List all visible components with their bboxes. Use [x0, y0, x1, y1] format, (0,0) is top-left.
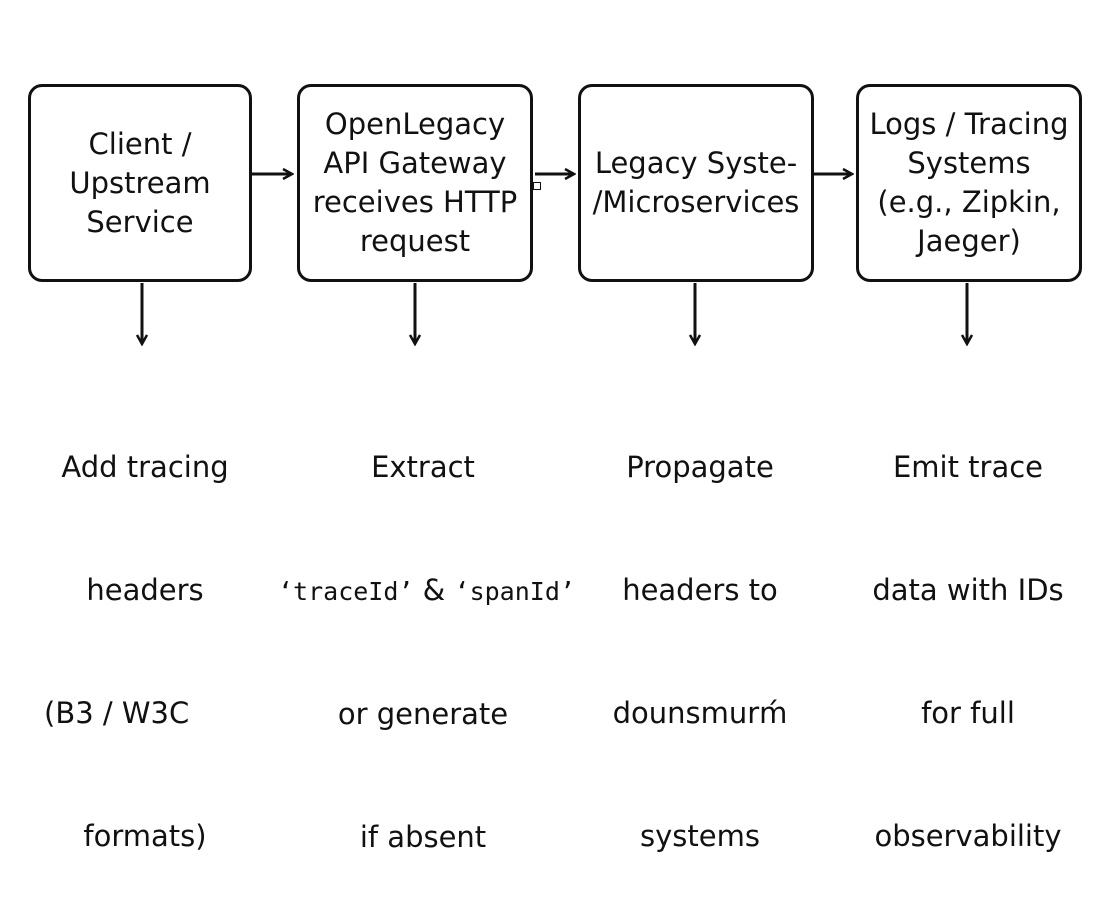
- note-emit-trace-data: Emit trace data with IDs for full observ…: [850, 365, 1086, 898]
- note-line: data with IDs: [872, 573, 1064, 607]
- note-line: (B3 / W3C: [44, 696, 190, 730]
- note-line: if absent: [359, 820, 487, 854]
- note-line: headers: [86, 573, 204, 607]
- ampersand: &: [413, 573, 455, 607]
- note-propagate-headers: Propagate headers to dounsmurḿ systems: [580, 365, 820, 898]
- note-line: systems: [640, 819, 760, 853]
- box-logs-label: Logs / Tracing Systems (e.g., Zipkin, Ja…: [869, 107, 1069, 258]
- note-line: or generate: [337, 697, 509, 731]
- box-api-gateway: OpenLegacy API Gateway receives HTTP req…: [297, 84, 533, 282]
- connector-marker: [533, 182, 541, 190]
- note-line: Propagate: [626, 450, 774, 484]
- connector-arrows: [0, 0, 1101, 577]
- note-line: dounsmurḿ: [612, 696, 788, 730]
- note-extract-ids: Extract ‘traceId’ & ‘spanId’ or generate…: [278, 365, 575, 899]
- trace-id-code: ‘traceId’: [278, 577, 414, 606]
- box-legacy-label: Legacy Syste- /Microservices: [592, 146, 800, 219]
- span-id-code: ‘spanId’: [454, 577, 575, 606]
- note-line: Extract: [371, 450, 475, 484]
- note-line: formats): [83, 819, 207, 853]
- note-line: observability: [874, 819, 1062, 853]
- note-line: Add tracing: [61, 450, 229, 484]
- box-gateway-label: OpenLegacy API Gateway receives HTTP req…: [312, 107, 518, 258]
- box-client-upstream-service: Client / Upstream Service: [28, 84, 252, 282]
- note-line: headers to: [622, 573, 778, 607]
- box-client-label: Client / Upstream Service: [69, 126, 211, 239]
- note-line: Emit trace: [892, 450, 1044, 484]
- box-logs-tracing: Logs / Tracing Systems (e.g., Zipkin, Ja…: [856, 84, 1082, 282]
- note-line: for full: [921, 696, 1015, 730]
- box-legacy-microservices: Legacy Syste- /Microservices: [578, 84, 814, 282]
- note-add-tracing-headers: Add tracing headers (B3 / W3C formats): [30, 365, 260, 898]
- note-line-ids: ‘traceId’ & ‘spanId’: [278, 570, 575, 612]
